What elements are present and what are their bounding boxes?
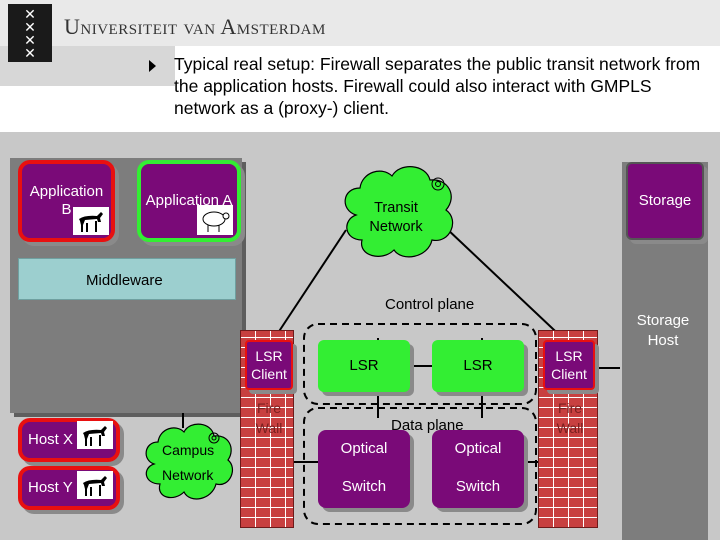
cloud-icon — [344, 166, 454, 258]
campus-cloud-icon — [145, 423, 233, 500]
application-b-box: Application B — [18, 160, 115, 242]
storage-host-label: Storage Host — [636, 312, 690, 349]
optical-switch-left — [318, 430, 410, 508]
optical-switch-left-bottom: Switch — [341, 478, 387, 495]
middleware-bar — [18, 258, 236, 300]
storage-box: Storage — [626, 162, 704, 240]
lsr-left-label: LSR — [349, 357, 379, 374]
host-y-label: Host Y — [28, 479, 73, 496]
application-a-label: Application A — [145, 192, 233, 209]
lsr-right-label: LSR — [463, 357, 493, 374]
optical-switch-right-top: Optical — [454, 440, 502, 457]
storage-label: Storage — [638, 192, 692, 209]
lsr-client-left-label: LSR Client — [251, 348, 287, 382]
intro-text: Typical real setup: Firewall separates t… — [174, 54, 701, 118]
data-plane-label: Data plane — [391, 417, 464, 434]
goat-icon-host-x — [77, 421, 113, 449]
campus-network-label-bottom: Network — [162, 467, 214, 483]
sheep-icon — [197, 205, 233, 235]
transit-network-label: Transit Network — [369, 200, 423, 235]
host-x-label: Host X — [28, 431, 74, 448]
bullet-arrow-icon — [149, 60, 156, 72]
optical-switch-right — [432, 430, 524, 508]
middleware-label: Middleware — [86, 272, 163, 289]
goat-icon — [73, 207, 109, 235]
control-plane-label: Control plane — [385, 296, 475, 313]
application-b-label: Application B — [29, 183, 104, 218]
lsr-client-right-label: LSR Client — [551, 348, 587, 382]
lsr-left-box: LSR — [318, 340, 410, 392]
university-title: Universiteit van Amsterdam — [64, 14, 326, 39]
header-bar — [0, 0, 720, 46]
uva-logo: ✕✕✕✕ — [8, 4, 52, 62]
firewall-right-label: Fire Wall — [556, 400, 584, 436]
firewall-left-label: Fire Wall — [255, 400, 283, 436]
lsr-client-right-box: LSR Client — [543, 340, 595, 390]
lsr-right-box: LSR — [432, 340, 524, 392]
lsr-client-left-box: LSR Client — [245, 340, 293, 390]
campus-network-label-top: Campus — [162, 442, 215, 458]
optical-switch-left-top: Optical — [340, 440, 388, 457]
goat-icon-host-y — [77, 471, 113, 499]
optical-switch-right-bottom: Switch — [455, 478, 501, 495]
